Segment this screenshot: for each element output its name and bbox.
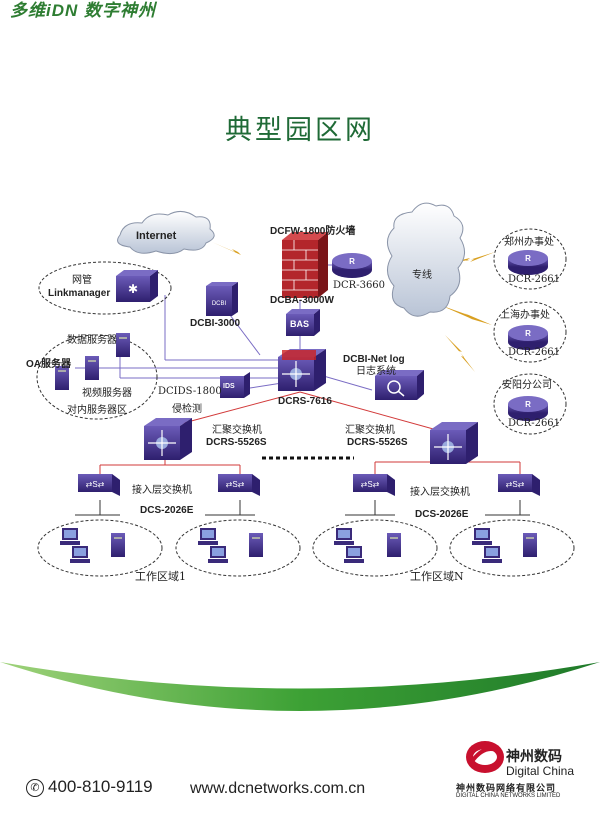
ids-device	[220, 372, 250, 398]
shanghai-model: DCR-2661	[508, 347, 561, 358]
ids-cn-label: 侵检测	[172, 404, 202, 415]
green-swoosh	[0, 662, 600, 711]
workstations	[60, 528, 537, 563]
internal-zone-label: 对内服务器区	[67, 405, 127, 416]
zhengzhou-model: DCR-2661	[508, 274, 561, 285]
website-link[interactable]: www.dcnetworks.com.cn	[190, 780, 366, 797]
bas-device	[286, 309, 320, 336]
agg-switch-1	[143, 417, 193, 461]
access-switch-2	[218, 474, 260, 496]
lightning-links	[212, 242, 495, 372]
agg-model-1: DCRS-5526S	[206, 437, 267, 448]
branch-anyang-zone	[493, 373, 567, 435]
access-switch-1	[78, 474, 120, 496]
oa-server-label: OA服务器	[26, 359, 71, 370]
access-label-1: 接入层交换机	[132, 485, 192, 496]
router-zhengzhou	[508, 250, 548, 275]
db-server	[116, 333, 130, 357]
ids-icon-label: IDS	[223, 383, 235, 390]
agg-model-2: DCRS-5526S	[347, 437, 408, 448]
work-area-1-label: 工作区域1	[135, 570, 186, 583]
svg-text:✱: ✱	[128, 282, 138, 296]
agg-switch-2	[429, 421, 479, 465]
zhengzhou-label: 郑州办事处	[504, 237, 554, 248]
ids-model-label: DCIDS-1800	[158, 386, 222, 397]
phone-number: 400-810-9119	[48, 777, 153, 796]
video-server	[85, 356, 99, 380]
phone-icon: ✆	[26, 779, 44, 797]
agg-label-1: 汇聚交换机	[212, 425, 262, 436]
access-model-2: DCS-2026E	[415, 509, 469, 520]
dcbi-label: DCBI-3000	[190, 318, 241, 329]
phone-contact: ✆400-810-9119	[26, 777, 153, 797]
router-dcr3660	[332, 253, 372, 278]
netmgmt-label: 网管	[72, 275, 92, 286]
router-main-label: DCR-3660	[333, 280, 386, 291]
internet-label: Internet	[136, 230, 177, 242]
work-zone-nb	[449, 519, 575, 577]
branch-zhengzhou-zone	[493, 228, 567, 290]
leased-line-label: 专线	[412, 270, 432, 281]
header-slogan: 多维iDN 数字神州	[10, 1, 156, 20]
agg-label-2: 汇聚交换机	[345, 425, 395, 436]
leased-line-cloud	[387, 202, 465, 317]
netmgmt-zone	[38, 261, 172, 315]
netlog-cn-label: 日志系统	[356, 366, 396, 377]
work-zone-na	[312, 519, 438, 577]
brand-logo-icon	[466, 741, 504, 773]
work-zone-1a	[37, 519, 163, 577]
branch-shanghai-zone	[493, 301, 567, 363]
shanghai-label: 上海办事处	[500, 310, 550, 321]
core-label: DCRS-7616	[278, 396, 332, 407]
anyang-label: 安阳分公司	[502, 380, 552, 391]
access-switch-3	[353, 474, 395, 496]
diagram-title: 典型园区网	[225, 115, 375, 146]
company-name-cn: 神州数码网络有限公司	[456, 783, 557, 793]
db-server-label: 数据服务器	[67, 335, 117, 346]
access-label-2: 接入层交换机	[410, 487, 470, 498]
access-model-1: DCS-2026E	[140, 505, 194, 516]
dcbi-device: DCBI	[206, 282, 238, 316]
server-zone	[36, 334, 158, 420]
company-name-en: DIGITAL CHINA NETWORKS LIMITED	[456, 793, 561, 799]
access-switch-4	[498, 474, 540, 496]
anyang-model: DCR-2661	[508, 418, 561, 429]
svg-text:DCBI: DCBI	[212, 301, 227, 307]
linkmanager-device: ✱	[116, 270, 158, 302]
work-zone-1b	[175, 519, 301, 577]
bas-label: BAS	[290, 319, 310, 329]
linkmanager-label: Linkmanager	[48, 288, 111, 299]
brand-name-cn: 神州数码	[506, 748, 562, 764]
internet-cloud	[117, 211, 215, 255]
brand-name-en: Digital China	[506, 764, 575, 778]
video-server-label: 视频服务器	[82, 388, 132, 399]
work-area-n-label: 工作区域N	[410, 570, 464, 583]
dcba-label: DCBA-3000W	[270, 295, 334, 306]
access-drops	[75, 500, 530, 516]
netlog-label: DCBI-Net log	[343, 354, 405, 365]
firewall-wall	[282, 232, 328, 298]
firewall-label: DCFW-1800防火墙	[270, 226, 356, 237]
netlog-device	[375, 370, 424, 400]
